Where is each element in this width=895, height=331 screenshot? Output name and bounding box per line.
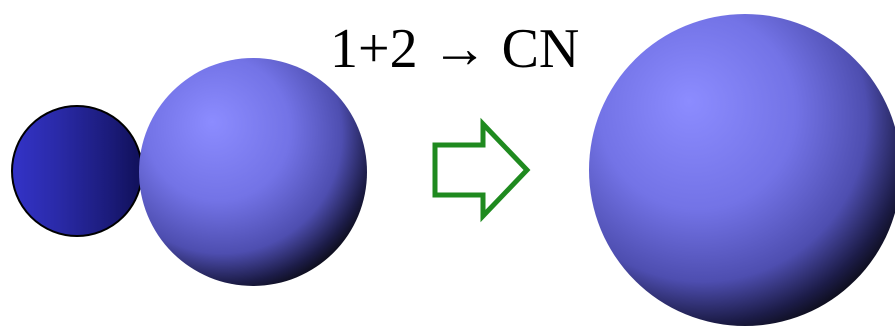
compound-nucleus-sphere xyxy=(589,14,895,326)
particle-1-sphere xyxy=(11,105,143,237)
reaction-equation: 1+2 → CN xyxy=(330,18,579,80)
reaction-arrow-icon xyxy=(432,117,531,223)
particle-2-sphere xyxy=(139,58,367,286)
